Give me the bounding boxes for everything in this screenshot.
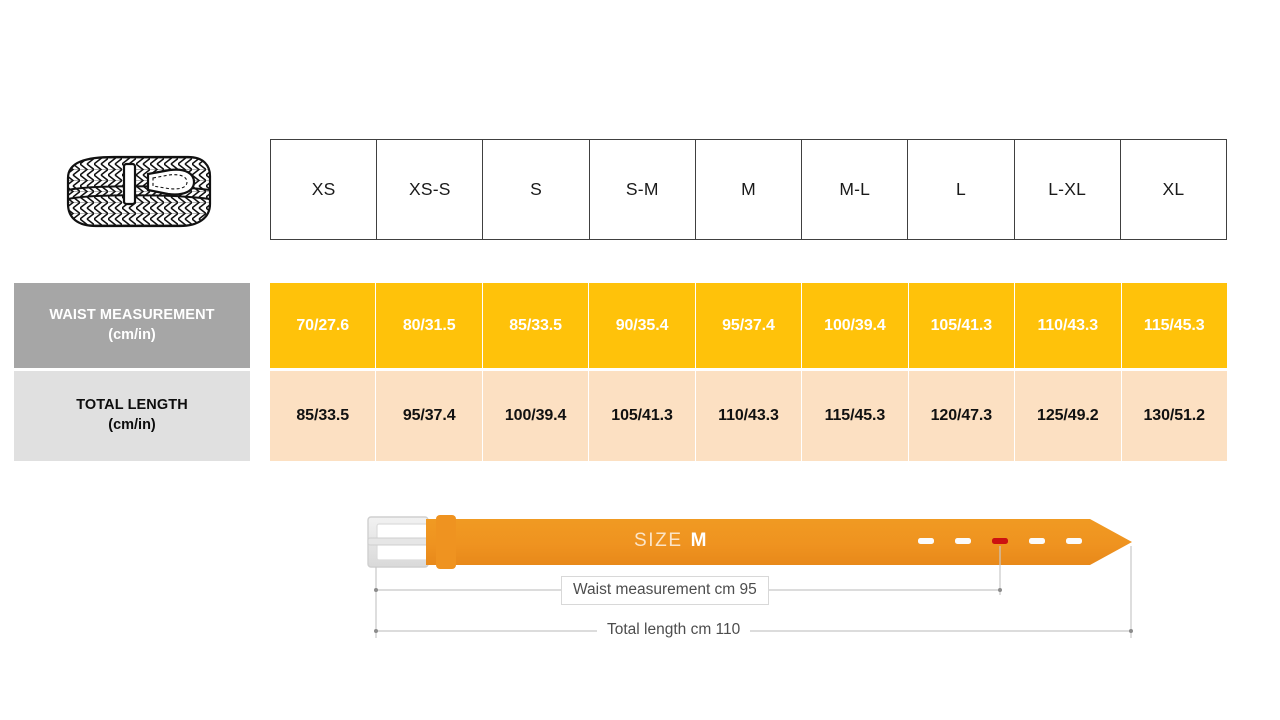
size-header-cell-l: L bbox=[908, 140, 1015, 239]
size-header-cell-s: S bbox=[483, 140, 590, 239]
waist-cell-m-l: 100/39.4 bbox=[802, 283, 909, 368]
size-header-cell-s-m: S-M bbox=[590, 140, 696, 239]
size-header-cell-xs: XS bbox=[271, 140, 378, 239]
waist-label-unit: (cm/in) bbox=[108, 326, 156, 343]
waist-dimension-label: Waist measurement cm 95 bbox=[561, 576, 769, 605]
size-header-table: XS XS-S S S-M M M-L L L-XL XL bbox=[270, 139, 1227, 240]
length-cell-xs: 85/33.5 bbox=[270, 371, 377, 461]
waist-cell-l-xl: 110/43.3 bbox=[1015, 283, 1122, 368]
total-length-value-cells: 85/33.5 95/37.4 100/39.4 105/41.3 110/43… bbox=[270, 371, 1227, 461]
size-header-cell-m-l: M-L bbox=[802, 140, 909, 239]
size-header-cell-xs-s: XS-S bbox=[377, 140, 484, 239]
waist-value-cells: 70/27.6 80/31.5 85/33.5 90/35.4 95/37.4 … bbox=[270, 283, 1227, 368]
length-cell-xl: 130/51.2 bbox=[1121, 371, 1227, 461]
waist-cell-xs: 70/27.6 bbox=[270, 283, 377, 368]
braided-belt-icon bbox=[66, 155, 212, 228]
waist-cell-xl: 115/45.3 bbox=[1121, 283, 1227, 368]
waist-cell-s-m: 90/35.4 bbox=[589, 283, 696, 368]
waist-measurement-row: WAIST MEASUREMENT (cm/in) 70/27.6 80/31.… bbox=[14, 283, 1227, 368]
length-cell-m-l: 115/45.3 bbox=[802, 371, 909, 461]
total-length-dimension-start-marker bbox=[374, 629, 378, 633]
length-cell-s: 100/39.4 bbox=[482, 371, 590, 461]
total-length-label-main: TOTAL LENGTH bbox=[76, 397, 188, 414]
belt-hole bbox=[955, 538, 971, 544]
belt-hole bbox=[1066, 538, 1082, 544]
total-length-row: TOTAL LENGTH (cm/in) 85/33.5 95/37.4 100… bbox=[14, 371, 1227, 461]
length-cell-l: 120/47.3 bbox=[908, 371, 1016, 461]
total-length-label: TOTAL LENGTH (cm/in) bbox=[14, 371, 250, 461]
product-illustration bbox=[52, 142, 220, 242]
waist-dimension-end-marker bbox=[998, 588, 1002, 592]
total-length-label-unit: (cm/in) bbox=[108, 417, 156, 433]
total-length-dimension-end-marker bbox=[1129, 629, 1133, 633]
length-cell-l-xl: 125/49.2 bbox=[1015, 371, 1122, 461]
belt-measurement-diagram bbox=[350, 500, 1170, 660]
row-spacer bbox=[250, 283, 270, 368]
size-header-cell-m: M bbox=[696, 140, 803, 239]
waist-cell-xs-s: 80/31.5 bbox=[376, 283, 483, 368]
waist-cell-s: 85/33.5 bbox=[482, 283, 590, 368]
length-cell-m: 110/43.3 bbox=[695, 371, 803, 461]
size-header-cell-l-xl: L-XL bbox=[1015, 140, 1121, 239]
belt-hole bbox=[1029, 538, 1045, 544]
belt-hole bbox=[918, 538, 934, 544]
waist-measurement-label: WAIST MEASUREMENT (cm/in) bbox=[14, 283, 250, 368]
belt-hole-highlighted bbox=[992, 538, 1008, 544]
belt-strap bbox=[426, 519, 1132, 565]
total-length-dimension-label: Total length cm 110 bbox=[597, 619, 751, 641]
waist-label-main: WAIST MEASUREMENT bbox=[49, 306, 215, 323]
waist-cell-l: 105/41.3 bbox=[908, 283, 1016, 368]
row-spacer bbox=[250, 371, 270, 461]
size-header-cell-xl: XL bbox=[1162, 179, 1185, 199]
belt-diagram-svg bbox=[367, 515, 1133, 638]
belt-keeper-loop bbox=[436, 515, 456, 569]
length-cell-xs-s: 95/37.4 bbox=[376, 371, 483, 461]
waist-cell-m: 95/37.4 bbox=[695, 283, 803, 368]
waist-dimension-start-marker bbox=[374, 588, 378, 592]
length-cell-s-m: 105/41.3 bbox=[589, 371, 696, 461]
